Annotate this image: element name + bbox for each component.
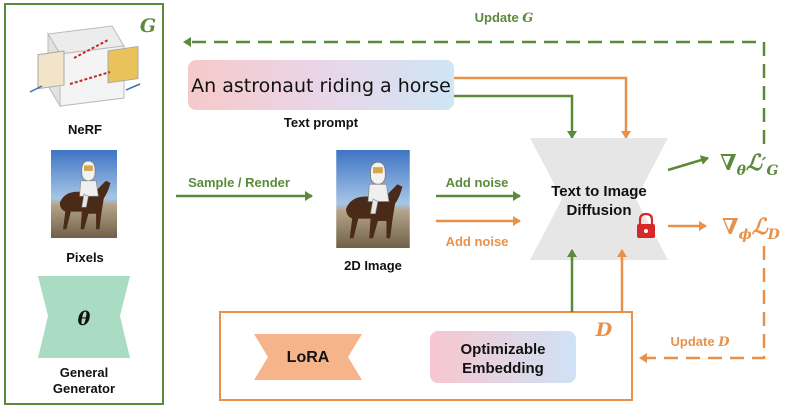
grad-g-arrow <box>667 155 709 172</box>
diffusion-line1: Text to Image <box>551 183 647 200</box>
embedding-box <box>430 331 576 383</box>
generator-letter: G <box>140 15 156 37</box>
lock-icon <box>637 212 655 238</box>
prompt-box <box>188 60 454 110</box>
lora-shape <box>254 334 362 380</box>
discriminator-box <box>219 311 633 401</box>
nerf-label: NeRF <box>68 122 102 137</box>
embedding-line1: Optimizable <box>460 341 545 358</box>
generator-box <box>4 3 164 405</box>
general-generator-line1: General <box>60 365 108 380</box>
discriminator-letter: D <box>595 319 613 341</box>
sample-render-label: Sample / Render <box>188 175 290 190</box>
update-g-arrow <box>183 37 766 144</box>
pixels-image <box>50 150 118 238</box>
grad-g-label: ∇θℒ′G <box>720 150 779 179</box>
embedding-line2: Embedding <box>462 360 544 377</box>
prompt-caption: Text prompt <box>284 115 359 130</box>
update-d-label: Update D <box>671 334 731 350</box>
nerf-illustration <box>29 25 141 108</box>
lora-label: LoRA <box>287 349 330 366</box>
prompt-green-arrow <box>454 94 577 139</box>
generator-shape <box>38 276 130 358</box>
theta-symbol: θ <box>78 308 91 330</box>
grad-d-label: ∇ϕℒD <box>722 214 781 243</box>
diffusion-shape <box>530 138 668 260</box>
rendered-2d-image <box>335 150 411 248</box>
prompt-orange-arrow <box>454 76 631 139</box>
add-noise-green-label: Add noise <box>446 175 509 190</box>
prompt-text: An astronaut riding a horse <box>191 75 451 97</box>
diffusion-line2: Diffusion <box>567 202 632 219</box>
image-caption: 2D Image <box>344 258 402 273</box>
update-g-label: Update G <box>475 10 534 26</box>
general-generator-line2: Generator <box>53 381 115 396</box>
pixels-label: Pixels <box>66 250 104 265</box>
update-d-arrow <box>639 246 766 363</box>
add-noise-orange-label: Add noise <box>446 234 509 249</box>
